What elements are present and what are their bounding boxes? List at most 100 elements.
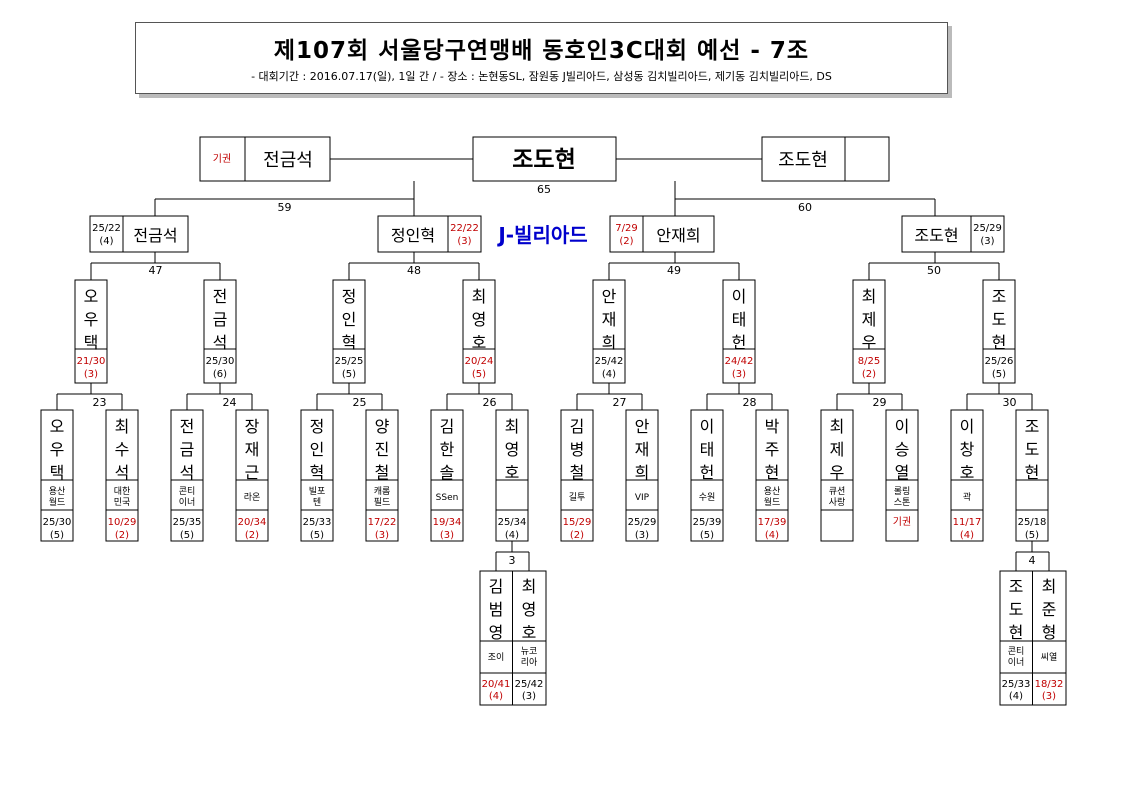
player-name: 최 [472, 287, 487, 306]
player-card [170, 409, 204, 542]
player-name: 헌 [700, 463, 715, 482]
player-name: 김 [440, 417, 455, 436]
score: 7/29 [615, 223, 637, 234]
player-name: 최 [505, 417, 520, 436]
player-card [495, 409, 529, 542]
club-name: 월드 [764, 496, 781, 508]
score: 22/22 [450, 223, 479, 234]
club-name: 텐 [313, 497, 321, 508]
innings: (4) [489, 691, 503, 702]
innings: (4) [1009, 691, 1023, 702]
club-name: 라온 [244, 492, 261, 503]
player-name: 석 [115, 463, 130, 482]
innings: (3) [980, 236, 994, 247]
player-name: 태 [700, 440, 715, 459]
innings: (5) [50, 530, 64, 541]
player-name: 최 [830, 417, 845, 436]
player-name: 오 [84, 287, 99, 306]
player-card [203, 279, 237, 384]
player-name: 택 [50, 463, 65, 482]
club-name: 대한 [114, 486, 131, 497]
score: 24/42 [725, 356, 754, 367]
player-name: 이 [732, 287, 747, 306]
score: 25/35 [173, 517, 202, 528]
score: 20/34 [238, 517, 267, 528]
player-name: 조도현 [778, 150, 828, 171]
player-name: 병 [570, 440, 585, 459]
player-name: 전 [213, 287, 228, 306]
player-name: 현 [1025, 463, 1040, 482]
score: 18/32 [1035, 679, 1064, 690]
innings: (4) [960, 530, 974, 541]
innings: (2) [570, 530, 584, 541]
innings: (5) [180, 530, 194, 541]
player-card [40, 409, 74, 542]
score: 25/18 [1018, 517, 1047, 528]
club-name: 민국 [114, 497, 131, 508]
score: 25/29 [973, 223, 1002, 234]
club-name: 캐롬 [374, 486, 391, 497]
club-name: 용산 [764, 486, 781, 497]
player-name: 현 [992, 333, 1007, 352]
innings: (5) [1025, 530, 1039, 541]
player-card [430, 409, 464, 542]
score: 25/25 [335, 356, 364, 367]
venue-label: J-빌리아드 [496, 223, 587, 247]
club-name: 콘티 [1008, 646, 1025, 657]
player-name: 우 [84, 310, 99, 329]
score: 25/33 [1002, 679, 1031, 690]
score: 25/26 [985, 356, 1014, 367]
match-number: 60 [798, 201, 812, 214]
match-number: 59 [278, 201, 292, 214]
player-name: 호 [505, 463, 520, 482]
innings: (3) [1042, 691, 1056, 702]
player-name: 최 [522, 577, 537, 596]
player-name: 희 [602, 333, 617, 352]
club-name: 조이 [488, 652, 505, 663]
player-name: 열 [895, 463, 910, 482]
player-name: 범 [489, 600, 504, 619]
player-card [852, 279, 886, 384]
champion-name: 조도현 [512, 147, 575, 173]
match-number: 27 [613, 396, 627, 409]
player-name: 철 [570, 463, 585, 482]
player-card [820, 409, 854, 542]
player-name: 영 [472, 310, 487, 329]
player-card [625, 409, 659, 542]
innings: (3) [84, 369, 98, 380]
match-number: 29 [873, 396, 887, 409]
match-number: 28 [743, 396, 757, 409]
player-name: 진 [375, 440, 390, 459]
club-name: 길투 [569, 492, 586, 503]
player-name: 창 [960, 440, 975, 459]
player-name: 양 [375, 417, 390, 436]
player-name: 전금석 [263, 150, 313, 171]
score: 19/34 [433, 517, 462, 528]
innings: (5) [992, 369, 1006, 380]
player-name: 도 [992, 310, 1007, 329]
match-number: 4 [1029, 554, 1036, 567]
player-name: 석 [213, 333, 228, 352]
club-name: 용산 [49, 486, 66, 497]
player-card [235, 409, 269, 542]
club-name: 사랑 [829, 496, 846, 508]
player-name: 근 [245, 463, 260, 482]
score: 17/22 [368, 517, 397, 528]
club-name: 월드 [49, 496, 66, 508]
innings: (5) [310, 530, 324, 541]
title-box: 제107회 서울당구연맹배 동호인3C대회 예선 - 7조 - 대회기간 : 2… [135, 22, 948, 94]
player-name: 조도현 [914, 226, 958, 245]
match-number: 25 [353, 396, 367, 409]
innings: (2) [619, 236, 633, 247]
player-name: 재 [245, 440, 260, 459]
player-name: 호 [960, 463, 975, 482]
player-name: 안 [635, 417, 650, 436]
score: 20/24 [465, 356, 494, 367]
innings: (5) [472, 369, 486, 380]
player-name: 솔 [440, 463, 455, 482]
player-name: 최 [115, 417, 130, 436]
club-name: 이너 [179, 497, 196, 508]
innings: (4) [505, 530, 519, 541]
player-name: 호 [472, 333, 487, 352]
innings: (5) [342, 369, 356, 380]
